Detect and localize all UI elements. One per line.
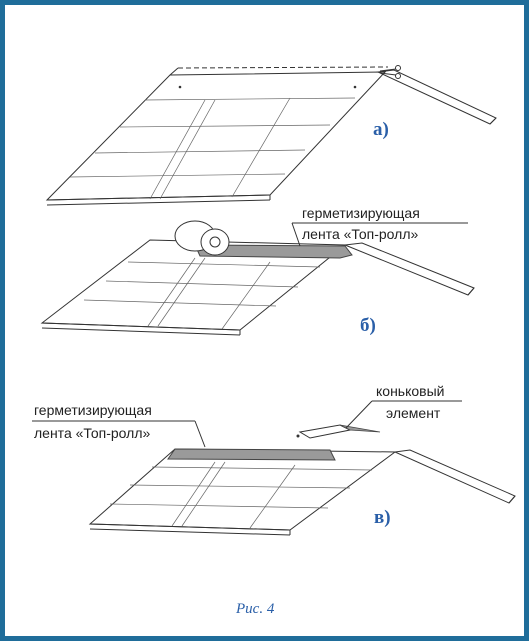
sealing-tape-v bbox=[167, 448, 336, 461]
panel-v-roof bbox=[88, 448, 516, 536]
panel-a-label: а) bbox=[373, 119, 389, 140]
callout-v-right-line2: элемент bbox=[386, 405, 441, 421]
panel-b-label: б) bbox=[360, 315, 376, 336]
callout-v-left-line1: герметизирующая bbox=[34, 402, 152, 418]
callout-b: герметизирующая лента «Топ-ролл» bbox=[291, 205, 468, 247]
tape-roll-icon bbox=[174, 220, 230, 256]
callout-b-line2: лента «Топ-ролл» bbox=[302, 226, 418, 242]
sealing-tape-b bbox=[194, 244, 353, 259]
callout-v-right-line1: коньковый bbox=[376, 383, 444, 399]
panel-b-roof bbox=[40, 239, 475, 336]
scissors-icon bbox=[379, 65, 401, 79]
callout-v-left: герметизирующая лента «Топ-ролл» bbox=[32, 402, 206, 448]
panel-a-roof bbox=[45, 66, 497, 206]
figure-caption: Рис. 4 bbox=[235, 601, 275, 617]
panel-v-label: в) bbox=[374, 507, 391, 528]
ridge-element-icon bbox=[296, 424, 381, 439]
callout-b-line1: герметизирующая bbox=[302, 205, 420, 221]
callout-v-right: коньковый элемент bbox=[345, 383, 462, 429]
callout-v-left-line2: лента «Топ-ролл» bbox=[34, 425, 150, 441]
